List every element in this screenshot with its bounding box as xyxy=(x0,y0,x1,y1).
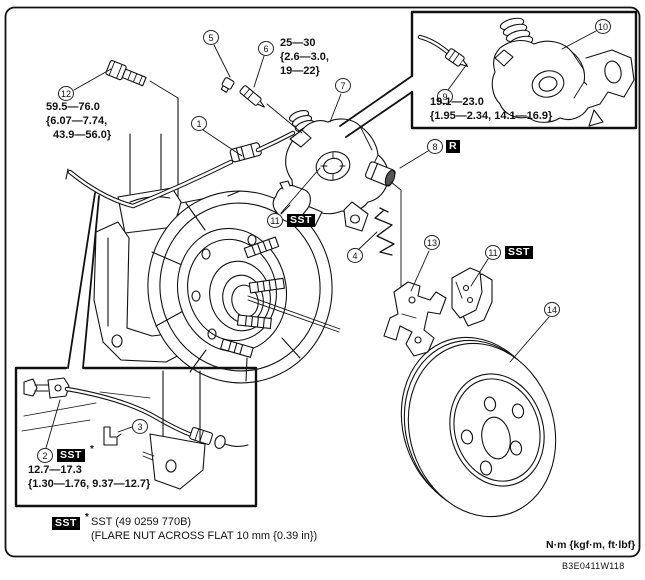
brake-pad-inner-drawing xyxy=(272,180,311,223)
figure-border xyxy=(4,6,641,558)
detail-leader-lines xyxy=(67,75,413,369)
torque-inset-top-right: 19.1—23.0 {1.95—2.34, 14.1—16.9} xyxy=(430,95,552,123)
r-badge: R xyxy=(446,140,461,153)
callout-8: 8 xyxy=(427,139,443,154)
sst-badge-outer-pad: SST xyxy=(505,246,533,259)
caliper-drawing xyxy=(285,110,389,232)
torque-line: {1.95—2.34, 14.1—16.9} xyxy=(430,110,553,122)
callout-6: 6 xyxy=(258,41,274,56)
callout-leader-lines xyxy=(45,30,597,449)
torque-line: 43.9—56.0} xyxy=(53,129,112,141)
callout-14: 14 xyxy=(544,302,560,317)
callout-3: 3 xyxy=(132,419,148,434)
hub-drawing xyxy=(176,227,341,358)
torque-line: 19—22} xyxy=(280,65,320,77)
sst-asterisk-flare-nut: * xyxy=(90,444,94,455)
torque-banjo-bolt: 25—30 {2.6—3.0, 19—22} xyxy=(280,36,329,78)
brake-pad-outer-drawing xyxy=(451,267,493,327)
torque-mount-bolt: 59.5—76.0 {6.07—7.74, 43.9—56.0} xyxy=(46,100,111,142)
slide-pin-drawing xyxy=(364,161,402,294)
inset-hose-drawing xyxy=(21,370,249,490)
torque-inset-bottom-left: 12.7—17.3 {1.30—1.76, 9.37—12.7} xyxy=(28,463,150,491)
figure-id: B3E0411W118 xyxy=(562,561,625,571)
callout-11-inner: 11 xyxy=(267,213,283,228)
caliper-bracket-drawing xyxy=(383,281,447,357)
brake-hose-drawing xyxy=(65,130,296,209)
units-note: N·m {kgf·m, ft·lbf} xyxy=(546,539,636,551)
sst-badge-flare-nut: SST xyxy=(57,449,85,462)
callout-13: 13 xyxy=(424,235,440,250)
mount-bolt-drawing xyxy=(105,60,179,99)
callout-2: 2 xyxy=(37,448,53,463)
torque-line: {2.6—3.0, xyxy=(280,51,329,63)
callout-1: 1 xyxy=(191,116,207,131)
callout-5: 5 xyxy=(203,30,219,45)
inset-box-bottom-left-border xyxy=(14,366,258,508)
callout-10: 10 xyxy=(595,19,611,34)
sst-legend-line2: (FLARE NUT ACROSS FLAT 10 mm {0.39 in}) xyxy=(91,530,318,542)
sst-badge-inner-pad: SST xyxy=(287,214,315,227)
sst-badge-legend: SST xyxy=(52,517,80,530)
inset-box-top-right-border xyxy=(410,10,638,130)
pad-spring-drawing xyxy=(374,207,395,256)
callout-4: 4 xyxy=(347,248,363,263)
torque-line: {1.30—1.76, 9.37—12.7} xyxy=(28,478,151,490)
callout-7: 7 xyxy=(335,78,351,93)
torque-line: 25—30 xyxy=(280,37,316,49)
callout-11-outer: 11 xyxy=(485,245,501,260)
torque-line: 59.5—76.0 xyxy=(46,101,100,113)
sst-asterisk-legend: * xyxy=(85,512,89,523)
sst-legend-text: SST (49 0259 770B) (FLARE NUT ACROSS FLA… xyxy=(91,515,317,543)
sst-legend-line1: SST (49 0259 770B) xyxy=(91,516,192,528)
torque-line: 19.1—23.0 xyxy=(430,96,484,108)
torque-line: 12.7—17.3 xyxy=(28,464,82,476)
rotor-drawing xyxy=(400,336,557,518)
torque-line: {6.07—7.74, xyxy=(46,115,108,127)
callout-12: 12 xyxy=(58,86,74,101)
bleeder-drawing xyxy=(220,77,303,134)
inset-caliper-drawing xyxy=(417,17,635,127)
callout-9: 9 xyxy=(437,89,453,104)
